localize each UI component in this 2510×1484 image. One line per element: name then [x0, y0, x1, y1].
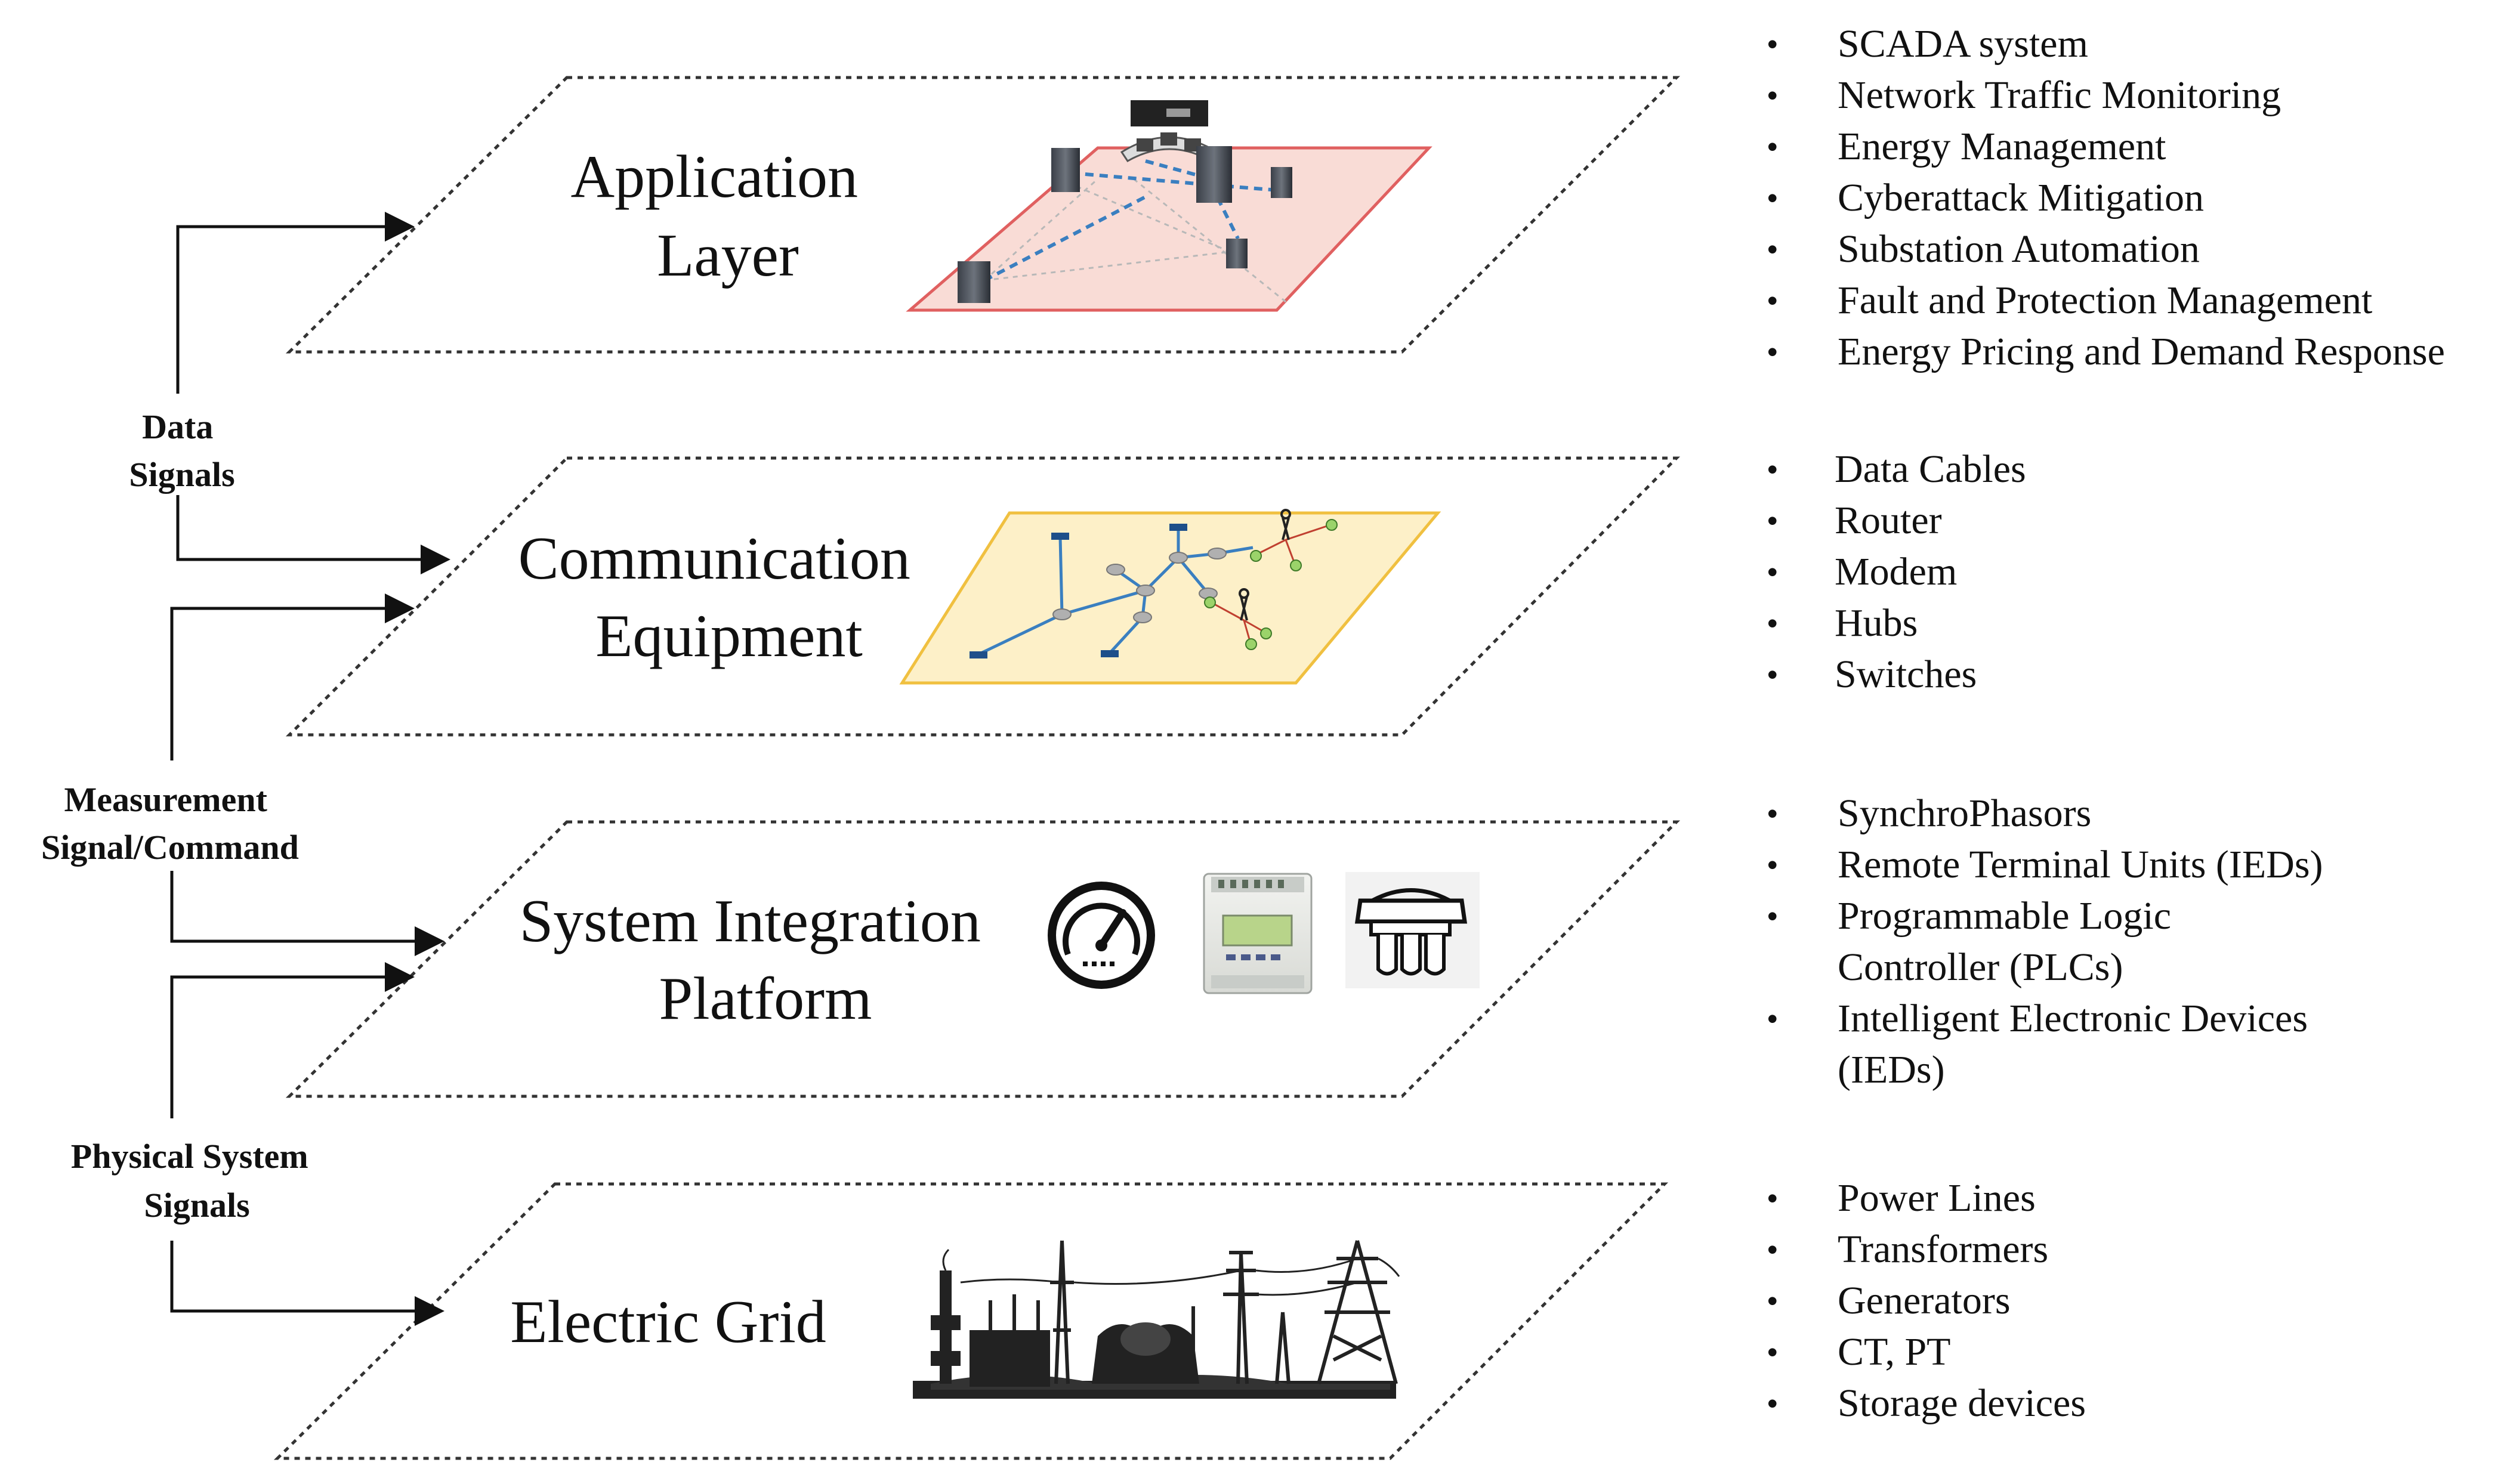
bullet-marker: • — [1767, 79, 1778, 112]
data-signal-down-arrow — [176, 495, 450, 574]
grid-list-item: Power Lines — [1838, 1176, 2036, 1220]
integration-list-item: Controller (PLCs) — [1838, 945, 2123, 989]
measurement-signal-label: Measurement Signal/Command — [41, 780, 299, 867]
bullet-marker: • — [1767, 1387, 1778, 1420]
communication-list-item: Router — [1835, 499, 1942, 542]
application-layer-title: Application Layer — [570, 143, 873, 289]
physical-system-signals-label: Physical System Signals — [71, 1137, 317, 1225]
grid-list-item: CT, PT — [1838, 1330, 1950, 1374]
component-lists: • SCADA system • Network Traffic Monitoring… — [1767, 22, 2445, 1425]
gauge-icon — [1048, 882, 1155, 989]
bullet-marker: • — [1767, 504, 1778, 537]
bullet-marker: • — [1767, 335, 1778, 369]
communication-list-item: Data Cables — [1835, 447, 2026, 491]
grid-layer-plane — [273, 1182, 1669, 1460]
integration-list-item: (IEDs) — [1838, 1048, 1945, 1092]
physical-signal-down-arrow — [170, 1241, 444, 1326]
communication-list-item: Switches — [1835, 653, 1977, 696]
integration-layer-plane — [285, 820, 1681, 1098]
grid-list-item: Transformers — [1838, 1228, 2048, 1271]
application-list-item: Energy Management — [1838, 125, 2166, 168]
application-list-item: Fault and Protection Management — [1838, 279, 2372, 322]
application-list-item: Cyberattack Mitigation — [1838, 176, 2204, 219]
bullet-marker: • — [1767, 1182, 1778, 1215]
application-list-item: SCADA system — [1838, 22, 2088, 66]
communication-list-item: Hubs — [1835, 601, 1918, 645]
application-list-item: Network Traffic Monitoring — [1838, 73, 2281, 117]
communication-network-illustration — [899, 509, 1441, 685]
integration-layer-title: System Integration Platform — [520, 888, 996, 1032]
substation-icon — [913, 1240, 1400, 1399]
bullet-marker: • — [1767, 658, 1778, 691]
communication-layer-title: Communication Equipment — [518, 525, 926, 670]
measurement-signal-down-arrow — [170, 871, 444, 956]
communication-list-item: Modem — [1835, 550, 1957, 593]
scada-network-illustration — [906, 100, 1432, 312]
data-signals-label: Data Signals — [129, 407, 234, 494]
server-icon — [958, 146, 1292, 303]
integration-list-item: SynchroPhasors — [1838, 792, 2091, 835]
communication-panel — [899, 511, 1441, 685]
bullet-marker: • — [1767, 284, 1778, 317]
integration-list-item: Programmable Logic — [1838, 894, 2171, 938]
integration-list-item: Remote Terminal Units (IEDs) — [1838, 843, 2323, 886]
measurement-signal-up-arrow — [170, 593, 415, 760]
plc-switch-icon — [1345, 872, 1480, 988]
rtu-device-icon — [1203, 873, 1313, 994]
application-layer-plane — [285, 76, 1681, 354]
bullet-marker: • — [1767, 848, 1778, 882]
bullet-marker: • — [1767, 1002, 1778, 1035]
bullet-marker: • — [1767, 607, 1778, 640]
application-panel — [906, 146, 1432, 312]
antenna-icon — [1239, 509, 1291, 621]
integration-list-item: Intelligent Electronic Devices — [1838, 997, 2308, 1040]
bullet-marker: • — [1767, 1284, 1778, 1318]
bullet-marker: • — [1767, 1335, 1778, 1369]
application-list-item: Substation Automation — [1838, 227, 2200, 271]
grid-layer-title: Electric Grid — [510, 1288, 826, 1356]
bullet-marker: • — [1767, 27, 1778, 61]
network-node-icon — [970, 524, 1187, 658]
bullet-marker: • — [1767, 233, 1778, 266]
data-signal-up-arrow — [176, 212, 415, 394]
bullet-marker: • — [1767, 899, 1778, 933]
communication-layer-plane — [285, 456, 1680, 737]
bullet-marker: • — [1767, 130, 1778, 163]
application-list-item: Energy Pricing and Demand Response — [1838, 330, 2445, 373]
physical-signal-up-arrow — [170, 962, 415, 1118]
grid-list-item: Storage devices — [1838, 1381, 2086, 1425]
bullet-marker: • — [1767, 1233, 1778, 1266]
grid-list-item: Generators — [1838, 1279, 2011, 1322]
bullet-marker: • — [1767, 797, 1778, 830]
bullet-marker: • — [1767, 453, 1778, 486]
scada-console-icon — [1120, 100, 1219, 162]
bullet-marker: • — [1767, 555, 1778, 589]
bullet-marker: • — [1767, 181, 1778, 215]
